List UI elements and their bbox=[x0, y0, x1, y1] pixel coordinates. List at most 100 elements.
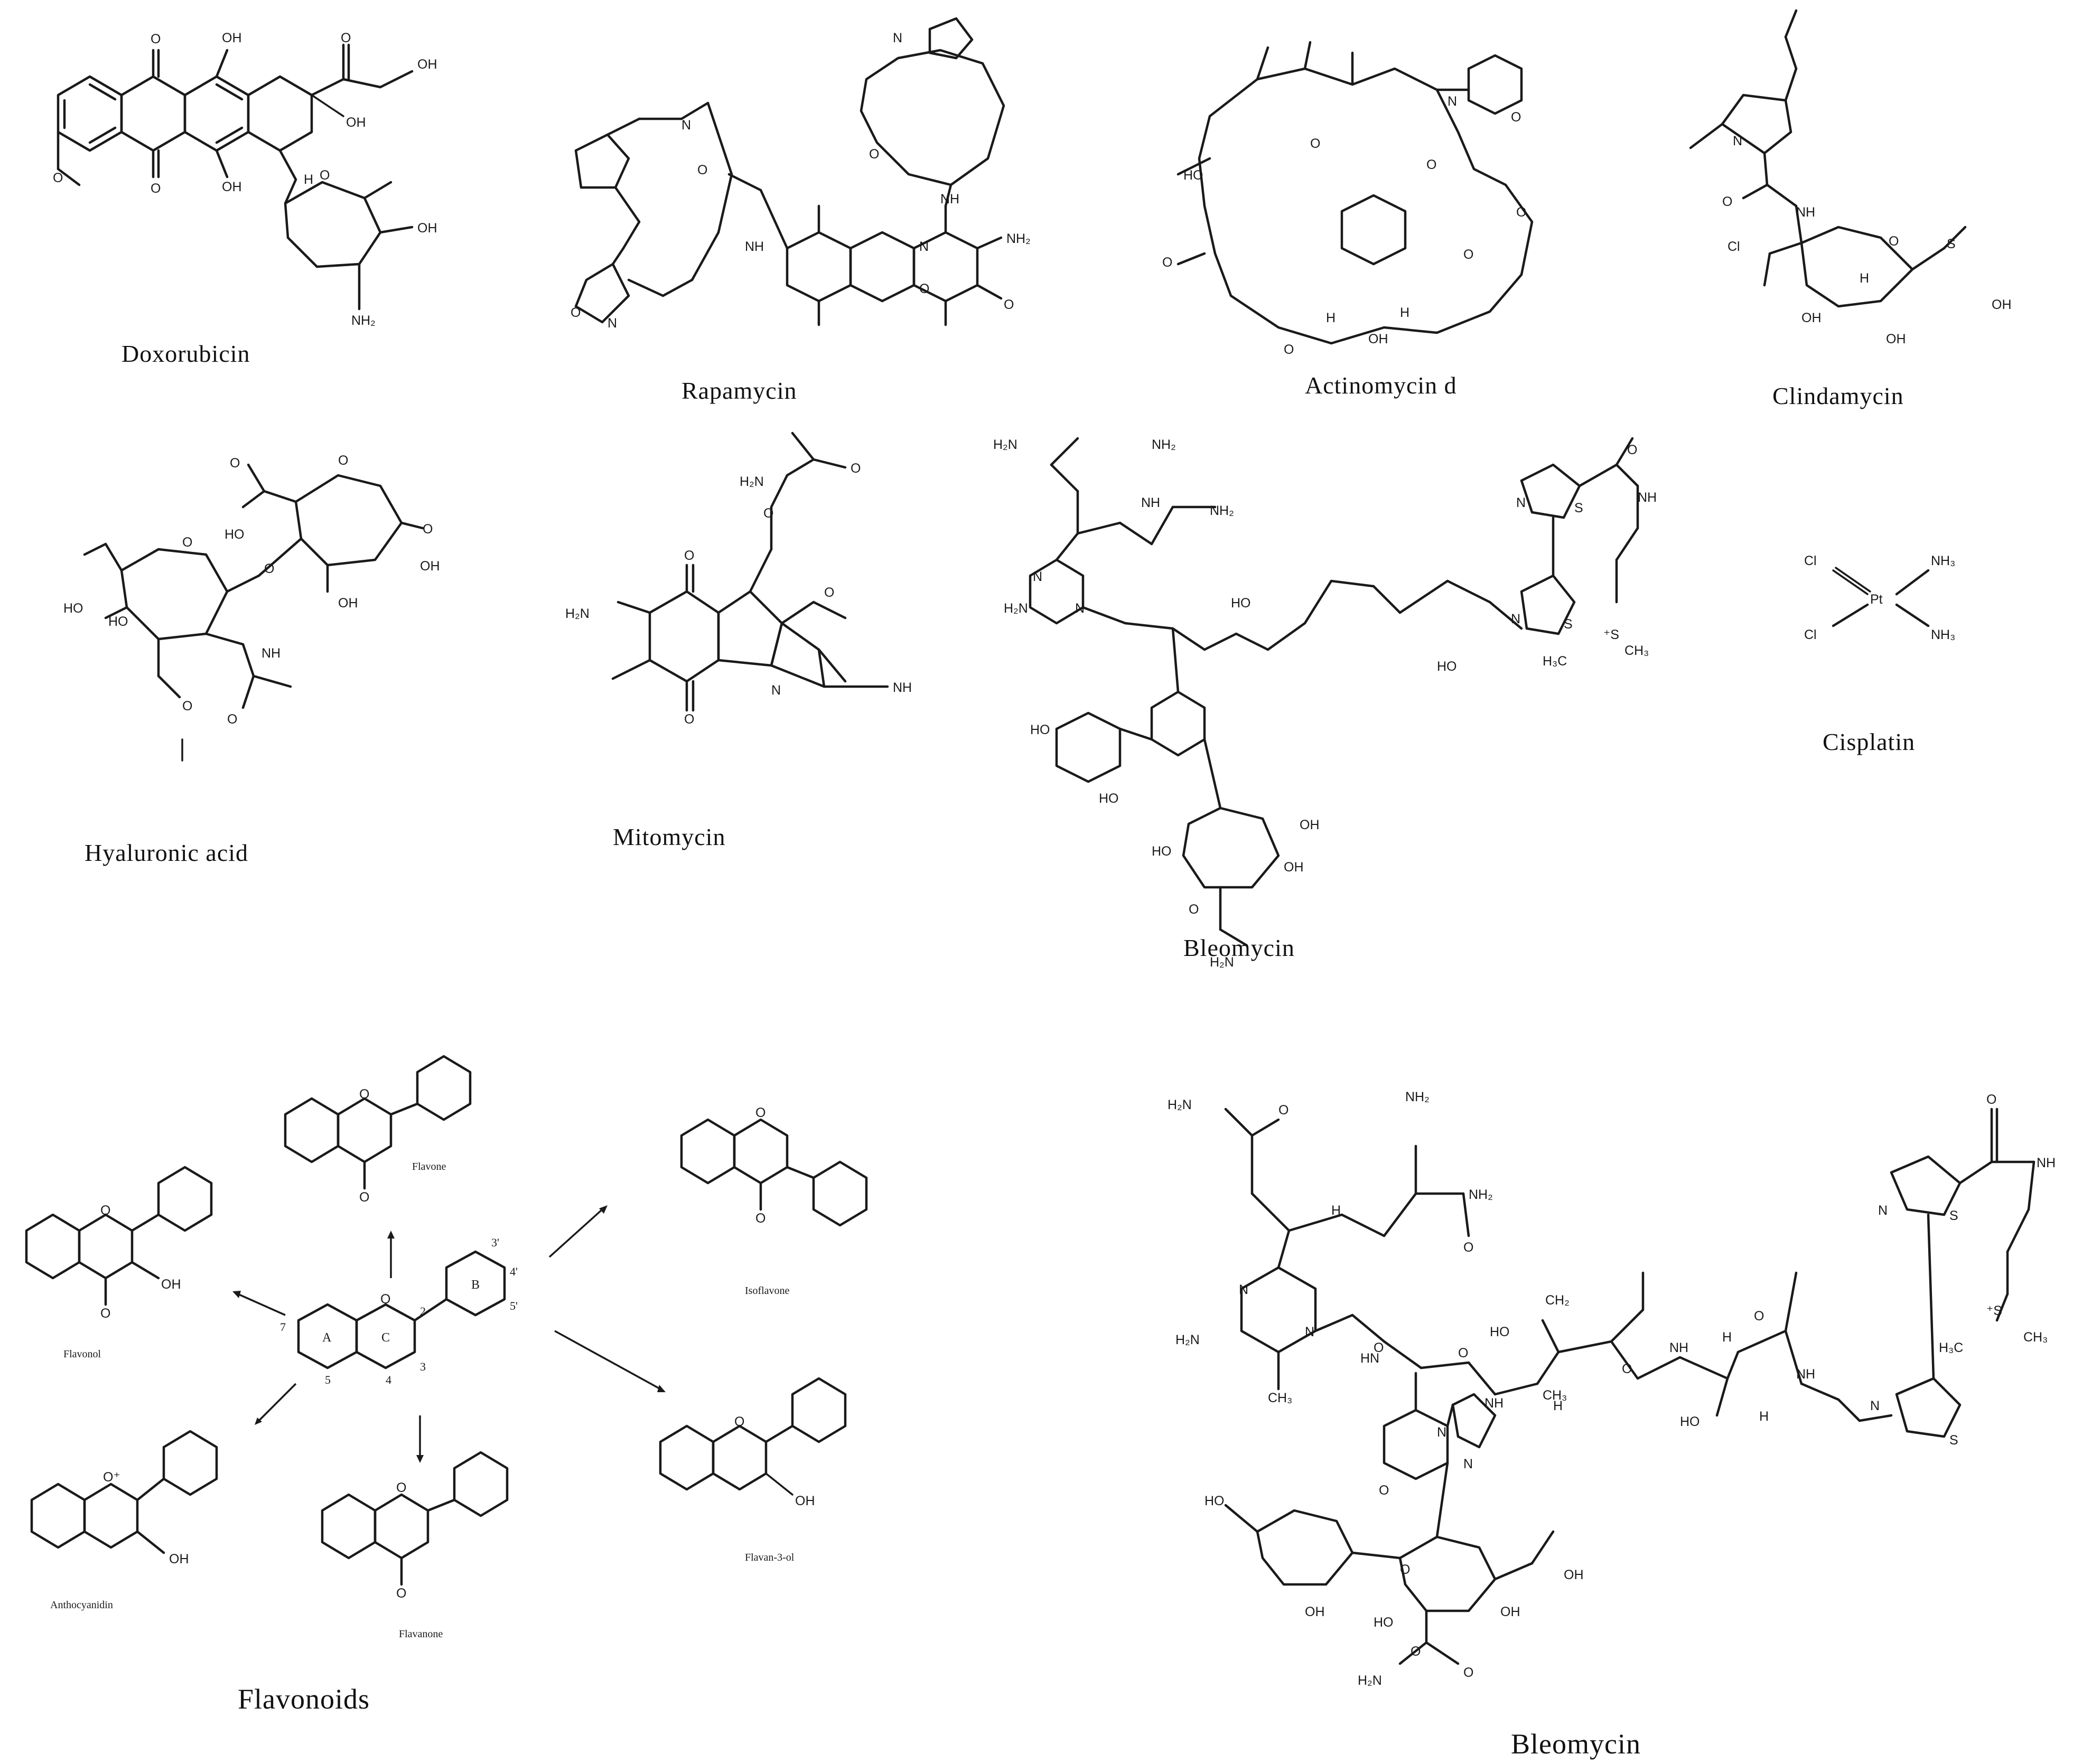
svg-text:O: O bbox=[423, 522, 433, 537]
svg-text:O: O bbox=[359, 1087, 369, 1102]
svg-text:O: O bbox=[341, 31, 351, 45]
svg-text:NH: NH bbox=[1484, 1396, 1504, 1411]
svg-text:HO: HO bbox=[1204, 1494, 1225, 1508]
caption-bleomycin-small: Bleomycin bbox=[1183, 934, 1295, 961]
svg-text:N: N bbox=[1516, 495, 1526, 510]
svg-text:O: O bbox=[919, 282, 929, 296]
svg-text:S: S bbox=[1947, 237, 1956, 251]
rapamycin-structure: N O NH N O NH₂ O N O NH O N Rapamycin bbox=[571, 17, 1031, 404]
svg-text:O: O bbox=[182, 699, 192, 714]
svg-text:H₂N: H₂N bbox=[740, 474, 764, 489]
svg-text:O: O bbox=[1516, 205, 1526, 220]
svg-text:NH: NH bbox=[1638, 490, 1657, 505]
svg-text:Cl: Cl bbox=[1804, 553, 1817, 568]
svg-text:O: O bbox=[359, 1190, 369, 1205]
svg-text:OH: OH bbox=[1886, 332, 1906, 346]
caption-mitomycin: Mitomycin bbox=[613, 823, 725, 850]
svg-text:OH: OH bbox=[222, 180, 242, 194]
svg-text:NH: NH bbox=[1141, 495, 1160, 510]
svg-text:O: O bbox=[755, 1105, 765, 1120]
svg-text:O: O bbox=[734, 1414, 744, 1429]
svg-text:NH₂: NH₂ bbox=[1152, 437, 1176, 452]
svg-text:OH: OH bbox=[169, 1552, 189, 1566]
doxorubicin-structure: O O OH OH O OH OH H O OH NH₂ O Doxorubic… bbox=[53, 31, 437, 367]
svg-text:O: O bbox=[182, 535, 192, 550]
svg-text:O: O bbox=[396, 1586, 406, 1601]
svg-text:O: O bbox=[1400, 1562, 1410, 1577]
svg-text:OH: OH bbox=[1564, 1568, 1584, 1582]
svg-text:O: O bbox=[1463, 1240, 1473, 1255]
svg-text:HO: HO bbox=[1490, 1325, 1510, 1339]
svg-text:⁺S: ⁺S bbox=[1986, 1303, 2002, 1318]
svg-text:O: O bbox=[380, 1292, 390, 1307]
svg-text:H₂N: H₂N bbox=[565, 606, 590, 621]
svg-text:Cl: Cl bbox=[1728, 239, 1740, 254]
caption-hyaluronic: Hyaluronic acid bbox=[85, 839, 248, 866]
svg-text:O: O bbox=[1986, 1092, 1996, 1107]
svg-text:5: 5 bbox=[325, 1373, 331, 1386]
svg-text:O: O bbox=[1627, 443, 1637, 457]
svg-text:O: O bbox=[1463, 1665, 1473, 1680]
svg-text:O: O bbox=[1889, 234, 1899, 249]
svg-text:OH: OH bbox=[1284, 860, 1304, 875]
svg-text:H: H bbox=[1860, 271, 1869, 286]
flavonol-structure: O O OH Flavonol bbox=[25, 1166, 213, 1360]
caption-bleomycin-large: Bleomycin bbox=[1511, 1728, 1641, 1760]
svg-text:H₃C: H₃C bbox=[1543, 654, 1567, 669]
svg-text:O: O bbox=[1310, 136, 1320, 151]
svg-text:2: 2 bbox=[420, 1305, 426, 1318]
svg-text:7: 7 bbox=[280, 1320, 286, 1334]
svg-text:OH: OH bbox=[222, 31, 242, 45]
svg-text:OH: OH bbox=[161, 1277, 181, 1292]
svg-text:N: N bbox=[681, 118, 691, 133]
svg-text:O: O bbox=[227, 712, 237, 727]
svg-text:⁺S: ⁺S bbox=[1603, 627, 1619, 642]
svg-text:O: O bbox=[851, 461, 861, 476]
svg-text:O: O bbox=[684, 712, 694, 727]
svg-text:OH: OH bbox=[417, 221, 437, 236]
svg-text:H: H bbox=[1759, 1409, 1769, 1424]
svg-text:HO: HO bbox=[1030, 723, 1050, 737]
svg-text:Cl: Cl bbox=[1804, 627, 1817, 642]
svg-text:NH₃: NH₃ bbox=[1931, 553, 1955, 568]
svg-text:N: N bbox=[893, 31, 902, 45]
svg-text:4: 4 bbox=[386, 1373, 391, 1386]
svg-text:NH: NH bbox=[940, 192, 959, 207]
svg-text:NH₃: NH₃ bbox=[1931, 627, 1955, 642]
svg-text:4': 4' bbox=[510, 1265, 518, 1278]
svg-text:N: N bbox=[1305, 1325, 1314, 1339]
svg-text:O: O bbox=[1162, 255, 1172, 270]
svg-text:O: O bbox=[869, 147, 879, 162]
svg-text:Pt: Pt bbox=[1870, 592, 1883, 607]
svg-text:NH: NH bbox=[745, 239, 764, 254]
svg-text:HO: HO bbox=[1231, 596, 1251, 611]
svg-text:H: H bbox=[1553, 1399, 1563, 1413]
svg-text:N: N bbox=[1239, 1282, 1248, 1297]
svg-text:O: O bbox=[264, 561, 274, 576]
svg-text:NH: NH bbox=[1796, 1367, 1815, 1382]
svg-text:CH₃: CH₃ bbox=[2023, 1330, 2048, 1345]
svg-text:O: O bbox=[151, 181, 161, 196]
svg-text:O: O bbox=[1189, 902, 1199, 917]
svg-text:O: O bbox=[1463, 247, 1473, 262]
svg-text:O: O bbox=[1622, 1362, 1632, 1376]
svg-text:O: O bbox=[1426, 157, 1436, 172]
svg-text:HO: HO bbox=[1152, 844, 1172, 859]
svg-text:NH: NH bbox=[262, 646, 281, 661]
svg-text:NH: NH bbox=[2037, 1156, 2056, 1170]
svg-text:OH: OH bbox=[1500, 1605, 1520, 1619]
svg-text:Flavonol: Flavonol bbox=[63, 1348, 101, 1360]
bleomycin-large-structure: H₂N O NH₂ H NH₂ O N N H₂N CH₃ O HN O NH … bbox=[1168, 1090, 2056, 1760]
svg-text:O: O bbox=[1374, 1340, 1384, 1355]
svg-text:S: S bbox=[1949, 1208, 1958, 1223]
svg-text:H₂N: H₂N bbox=[1175, 1333, 1200, 1347]
svg-text:5': 5' bbox=[510, 1299, 518, 1312]
svg-text:H: H bbox=[1326, 311, 1336, 325]
svg-text:HO: HO bbox=[108, 614, 128, 629]
svg-text:O: O bbox=[320, 168, 330, 183]
svg-text:N: N bbox=[1463, 1457, 1473, 1471]
svg-text:HO: HO bbox=[1099, 791, 1119, 806]
svg-text:CH₃: CH₃ bbox=[1268, 1391, 1292, 1405]
svg-text:HO: HO bbox=[1437, 659, 1457, 674]
